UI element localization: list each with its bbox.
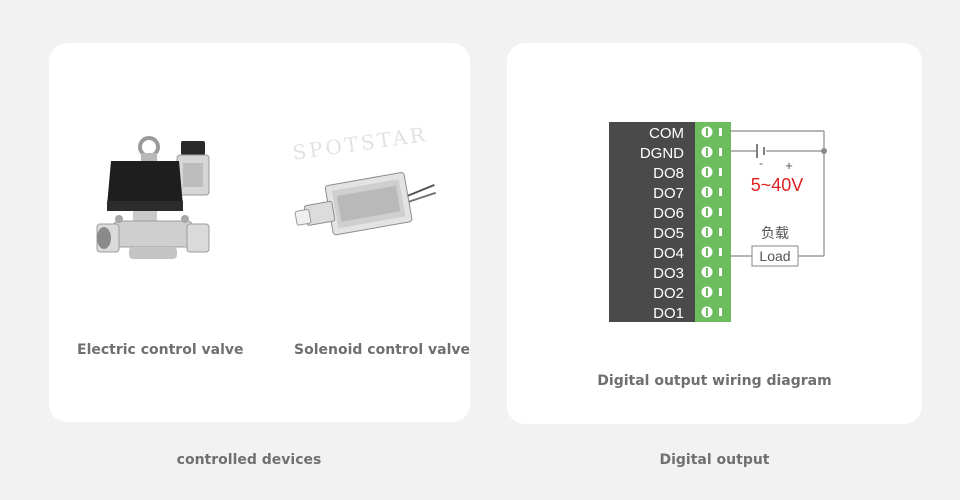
terminal-contact [719, 228, 722, 236]
controlled-devices-label: controlled devices [176, 452, 322, 468]
solenoid-control-valve-image [294, 172, 437, 236]
terminal-label-do4: DO4 [653, 245, 684, 262]
voltage-label: 5~40V [751, 175, 804, 195]
terminal-contact [719, 288, 722, 296]
load-chinese-label: 负载 [761, 226, 789, 242]
terminal-contact [719, 248, 722, 256]
digital-output-label: Digital output [659, 452, 770, 468]
terminal-label-do2: DO2 [653, 285, 684, 302]
wiring-diagram-caption: Digital output wiring diagram [597, 373, 832, 389]
load-box [751, 245, 799, 267]
terminal-contact [719, 308, 722, 316]
terminal-contact [719, 208, 722, 216]
polarity-plus-label: + [785, 158, 793, 173]
electric-control-valve-caption: Electric control valve [77, 342, 244, 358]
terminal-label-do8: DO8 [653, 165, 684, 182]
wire-junction-dot [821, 148, 827, 154]
solenoid-control-valve-caption: Solenoid control valve [294, 342, 471, 358]
terminal-label-do5: DO5 [653, 225, 684, 242]
terminal-contact [719, 168, 722, 176]
terminal-label-panel [609, 122, 695, 322]
terminal-contact [719, 268, 722, 276]
terminal-block [695, 122, 731, 322]
controlled-devices-card: SPOTSTAR Electric control valve Solenoid… [49, 43, 470, 422]
terminal-label-do6: DO6 [653, 205, 684, 222]
terminal-label-do7: DO7 [653, 185, 684, 202]
electric-control-valve-image [96, 136, 210, 259]
terminal-contact [719, 188, 722, 196]
battery-icon [756, 144, 765, 158]
terminal-label-com: COM [649, 125, 684, 142]
terminal-label-dgnd: DGND [640, 145, 684, 162]
terminal-label-do1: DO1 [653, 305, 684, 322]
load-label: Load [759, 248, 790, 264]
terminal-label-do3: DO3 [653, 265, 684, 282]
polarity-minus-label: - [759, 156, 763, 170]
terminal-contact [719, 148, 722, 156]
terminal-contact [719, 128, 722, 136]
wiring-lines [731, 130, 825, 257]
